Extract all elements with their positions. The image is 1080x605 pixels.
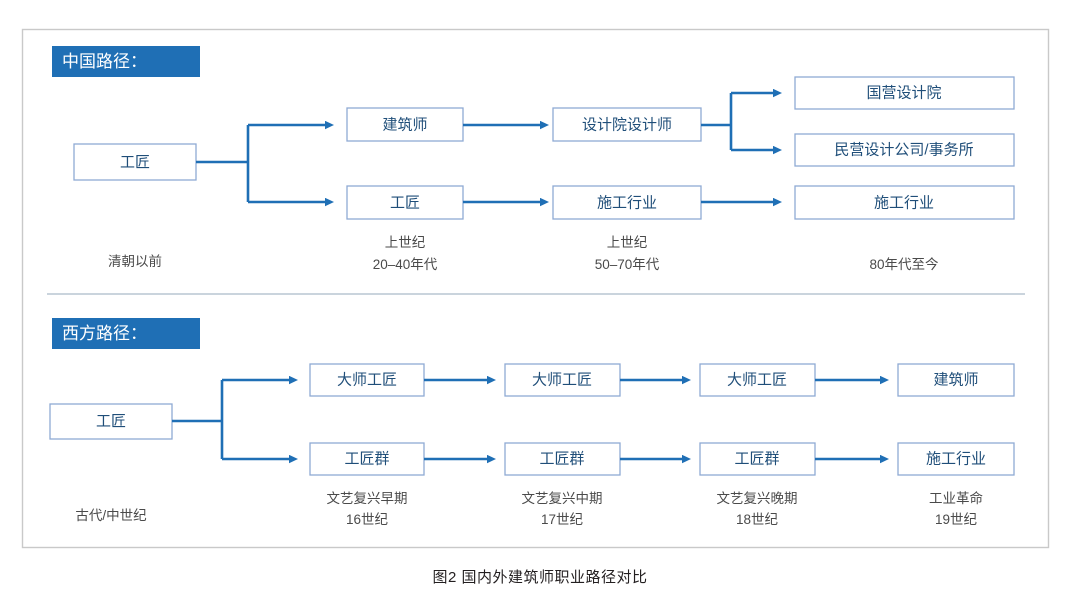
china-institute-designer-label: 设计院设计师 [582, 115, 672, 133]
china-institute-designer-box[interactable] [552, 107, 702, 142]
west-root-branch-connector [172, 375, 298, 464]
west-era-4-line-2: 18世纪 [736, 512, 778, 527]
china-root-branch-connector [196, 120, 334, 207]
west-badge-background [52, 318, 200, 349]
china-craftsman-label: 工匠 [390, 194, 420, 211]
west-master-craftsman-3-box[interactable] [699, 363, 816, 397]
figure-frame [21, 28, 1050, 549]
west-craftsman-group-2-label: 工匠群 [539, 450, 584, 467]
china-construction-final-box[interactable] [794, 185, 1015, 220]
west-master-craftsman-2-label: 大师工匠 [532, 371, 592, 388]
west-era-1-line-1: 古代/中世纪 [75, 508, 146, 523]
china-architect-box[interactable] [346, 107, 464, 142]
west-master-craftsman-2-box[interactable] [504, 363, 621, 397]
west-construction-industry-label: 施工行业 [926, 450, 986, 467]
west-craftsman-group-1-label: 工匠群 [344, 450, 389, 467]
west-architect-label: 建筑师 [933, 371, 978, 388]
china-designer-branch-connector [701, 88, 782, 155]
china-state-design-institute-box[interactable] [794, 76, 1015, 110]
china-private-design-firm-box[interactable] [794, 133, 1015, 167]
china-era-2-line-2: 20–40年代 [373, 257, 438, 272]
west-badge-label: 西方路径： [62, 324, 147, 343]
china-era-2-line-1: 上世纪 [385, 235, 426, 250]
china-construction-industry-label: 施工行业 [597, 194, 657, 211]
china-era-1-line-1: 清朝以前 [108, 253, 162, 269]
west-construction-industry-box[interactable] [897, 442, 1015, 476]
china-construction-final-label: 施工行业 [874, 194, 934, 211]
west-master-craftsman-1-label: 大师工匠 [337, 371, 397, 388]
china-architect-label: 建筑师 [382, 116, 427, 133]
west-master-craftsman-1-box[interactable] [309, 363, 425, 397]
west-root-label: 工匠 [96, 413, 126, 430]
china-root-box[interactable] [73, 143, 197, 181]
china-root-label: 工匠 [120, 154, 150, 171]
west-era-3-line-2: 17世纪 [541, 512, 583, 527]
west-era-3-line-1: 文艺复兴中期 [522, 490, 603, 506]
west-architect-box[interactable] [897, 363, 1015, 397]
figure-caption: 图2 国内外建筑师职业路径对比 [432, 569, 648, 586]
west-era-5-line-2: 19世纪 [935, 512, 977, 527]
china-era-4-line-1: 80年代至今 [869, 257, 939, 272]
china-private-design-firm-label: 民营设计公司/事务所 [834, 141, 973, 158]
west-era-5-line-1: 工业革命 [929, 490, 983, 506]
west-section: 西方路径： 工匠 大师工匠 工匠群 大师工匠 工匠群 [49, 318, 1015, 527]
west-era-2-line-1: 文艺复兴早期 [327, 490, 408, 506]
west-era-2-line-2: 16世纪 [346, 512, 388, 527]
china-badge-label: 中国路径： [62, 52, 147, 71]
west-era-4-line-1: 文艺复兴晚期 [717, 490, 798, 506]
west-craftsman-group-3-label: 工匠群 [734, 450, 779, 467]
china-section: 中国路径： 工匠 建筑师 工匠 设计院设计师 施工行业 [52, 46, 1015, 272]
china-construction-industry-box[interactable] [552, 185, 702, 220]
west-master-craftsman-3-label: 大师工匠 [727, 371, 787, 388]
china-badge-background [52, 46, 200, 77]
west-craftsman-group-3-box[interactable] [699, 442, 816, 476]
china-era-3-line-2: 50–70年代 [595, 257, 660, 272]
china-state-design-institute-label: 国营设计院 [866, 83, 941, 101]
china-era-3-line-1: 上世纪 [607, 235, 648, 250]
